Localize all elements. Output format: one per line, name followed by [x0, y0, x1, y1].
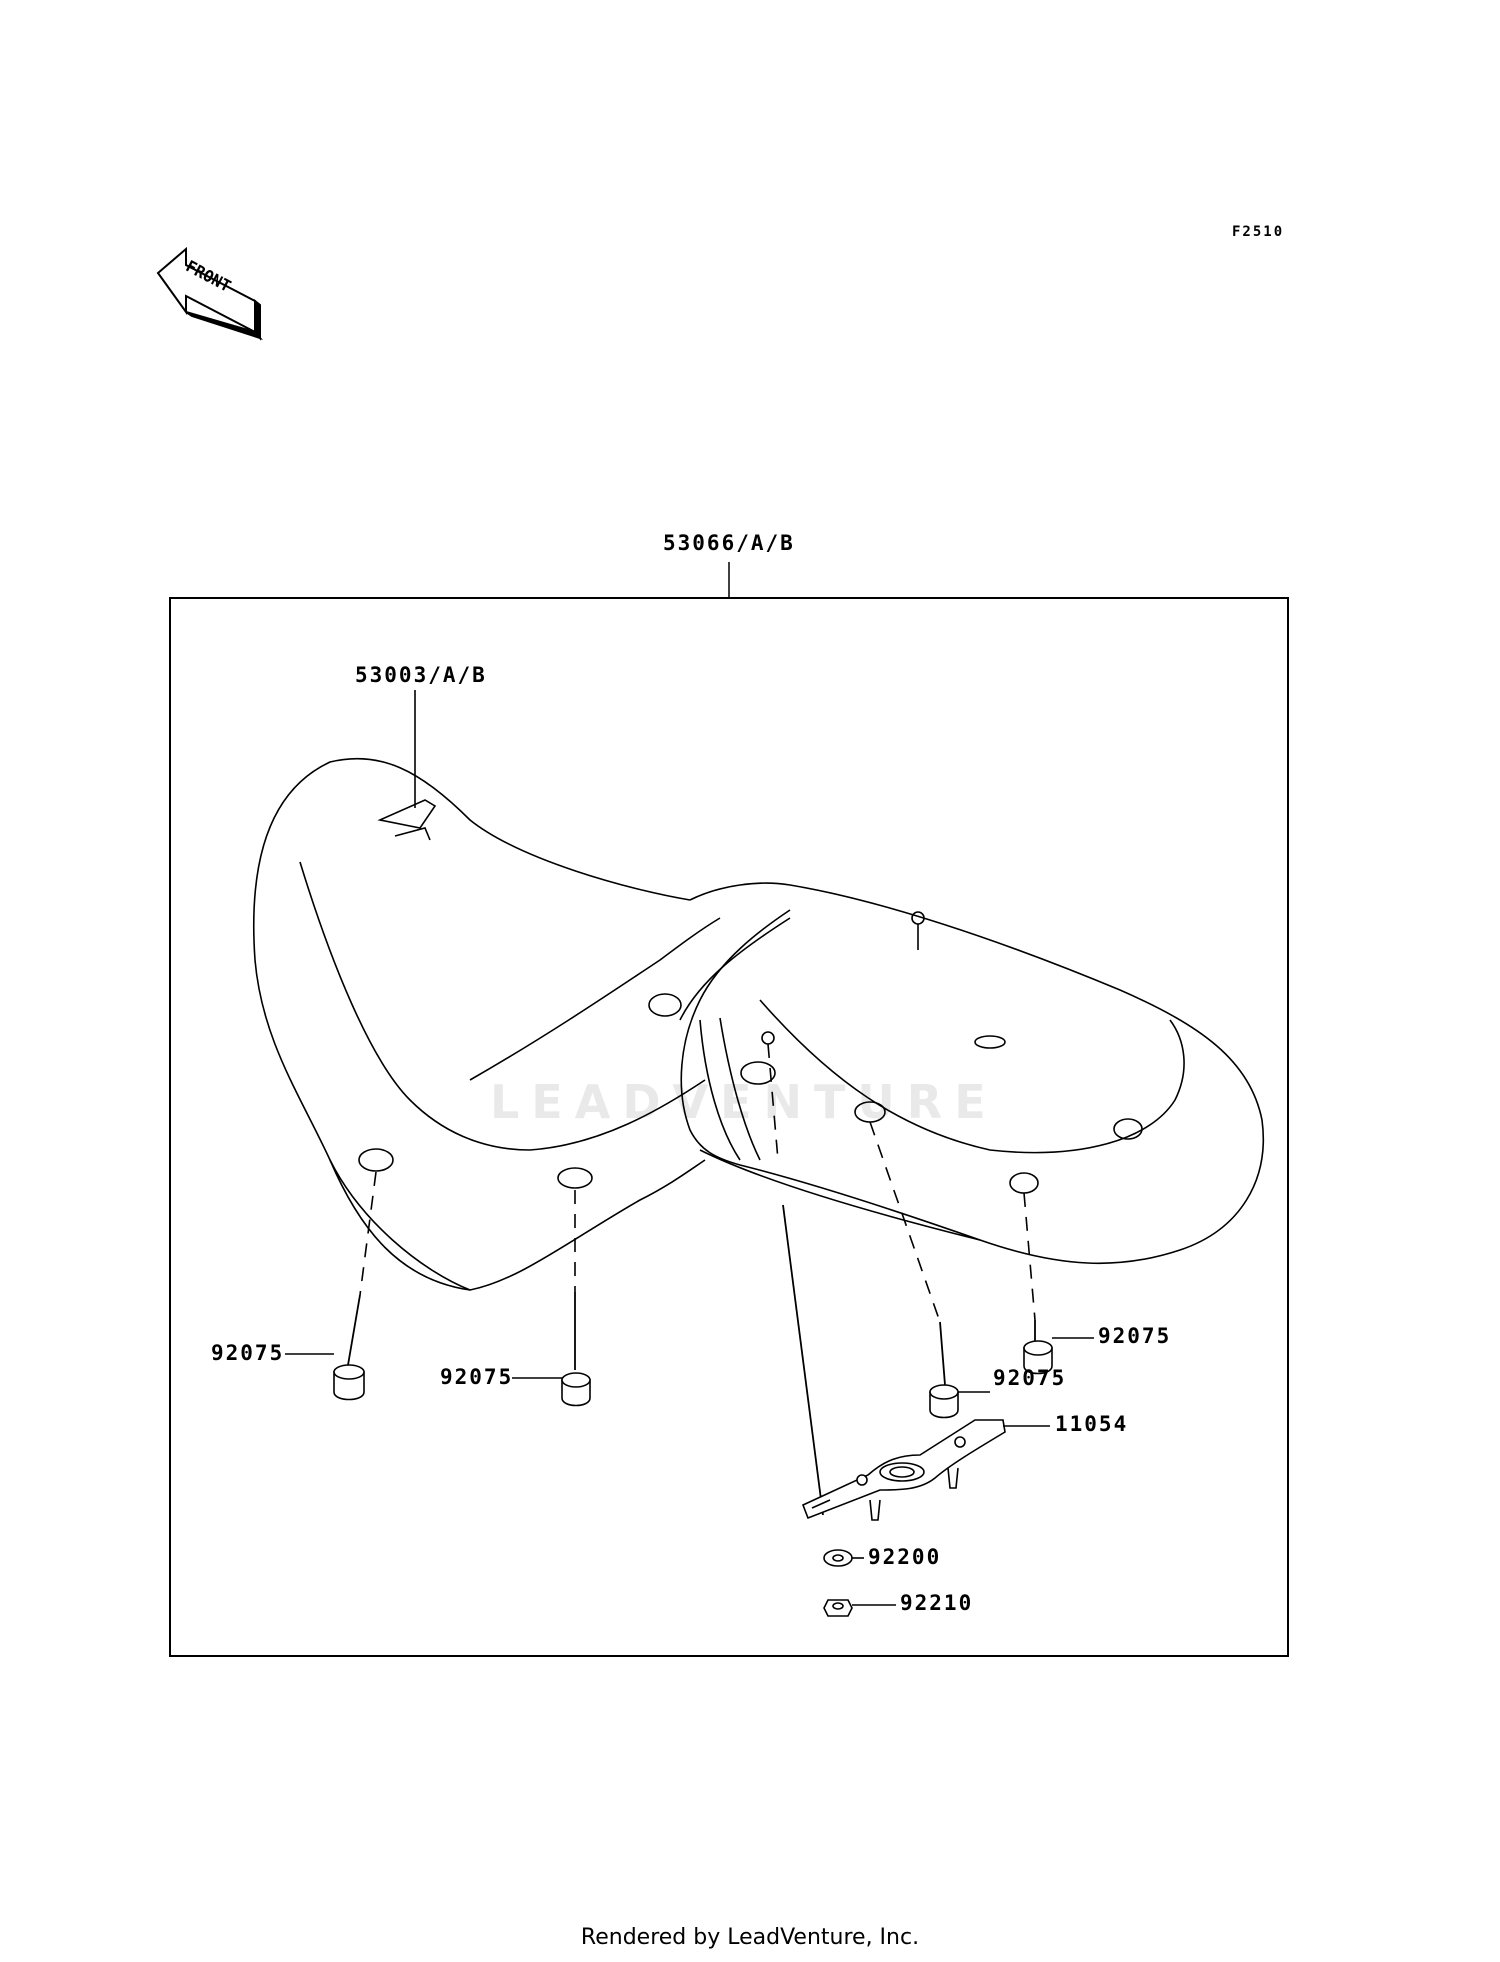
part-label-92075-center: 92075 — [440, 1365, 514, 1389]
seat-illustration — [252, 757, 1264, 1291]
nut-icon — [823, 1599, 853, 1617]
assembly-frame — [169, 597, 1289, 1657]
part-label-53003: 53003/A/B — [355, 663, 487, 687]
front-arrow-icon: FRONT — [156, 246, 263, 341]
washer-icon — [823, 1549, 853, 1567]
part-label-92075-right: 92075 — [1098, 1324, 1172, 1348]
part-label-92200: 92200 — [868, 1545, 942, 1569]
damper-icon — [333, 1340, 1053, 1419]
assembly-dashed-lines — [359, 1043, 1036, 1323]
leader-lines — [285, 690, 1094, 1606]
part-label-92075-left: 92075 — [211, 1341, 285, 1365]
part-label-11054: 11054 — [1055, 1412, 1129, 1436]
part-label-53066: 53066/A/B — [663, 531, 795, 555]
part-label-92075-mid-right: 92075 — [993, 1366, 1067, 1390]
part-label-92210: 92210 — [900, 1591, 974, 1615]
diagram-code: F2510 — [1232, 224, 1285, 240]
bracket-icon — [801, 1419, 1006, 1521]
footer-credit: Rendered by LeadVenture, Inc. — [580, 1925, 920, 1950]
